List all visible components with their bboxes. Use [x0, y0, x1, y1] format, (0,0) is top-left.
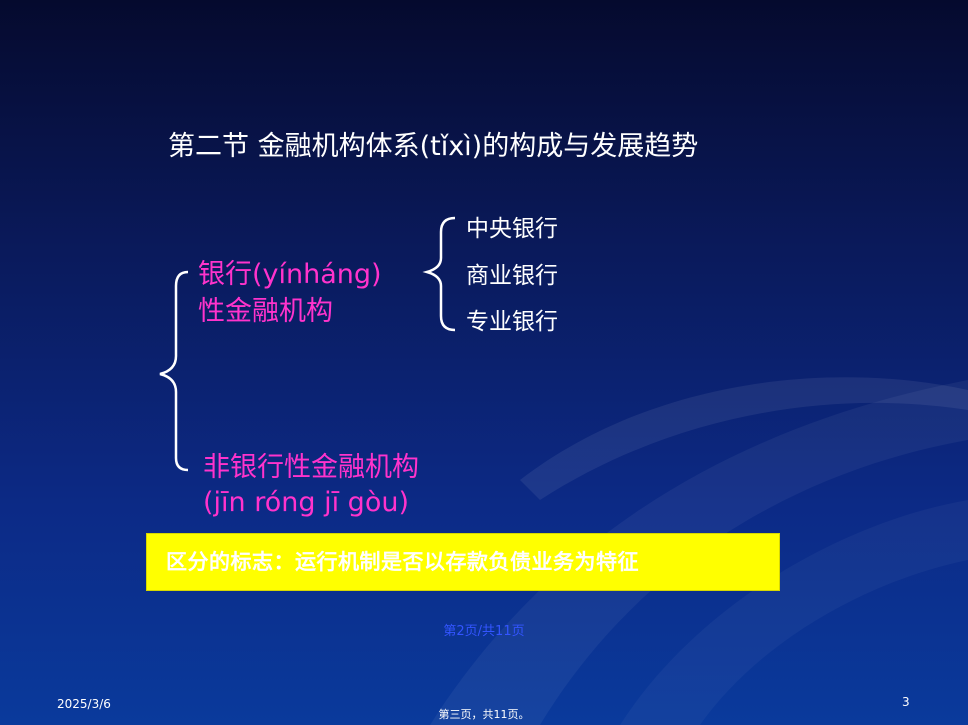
highlight-box	[146, 533, 780, 591]
nonbank-category-line1: 非银行性金融机构	[203, 452, 419, 483]
main-brace	[159, 270, 189, 472]
bank-category-label: 银行(yínháng) 性金融机构	[198, 256, 382, 330]
slide-number: 3	[902, 695, 910, 709]
bank-category-line2: 性金融机构	[198, 296, 333, 327]
sub-brace	[422, 216, 456, 332]
highlight-text: 区分的标志：运行机制是否以存款负债业务为特征	[166, 549, 639, 574]
page-note: 第2页/共11页	[443, 624, 525, 639]
subcategory-specialized-bank: 专业银行	[466, 309, 558, 335]
nonbank-category-label: 非银行性金融机构 (jīn róng jī gòu)	[203, 450, 419, 520]
slide-title: 第二节 金融机构体系(tǐxì)的构成与发展趋势	[168, 131, 699, 162]
slide-date: 2025/3/6	[57, 697, 111, 711]
subcategory-central-bank: 中央银行	[466, 216, 558, 242]
nonbank-category-line2: (jīn róng jī gòu)	[203, 487, 409, 518]
subcategory-commercial-bank: 商业银行	[466, 263, 558, 289]
footer-note: 第三页，共11页。	[438, 708, 530, 721]
bank-category-line1: 银行(yínháng)	[198, 259, 382, 290]
